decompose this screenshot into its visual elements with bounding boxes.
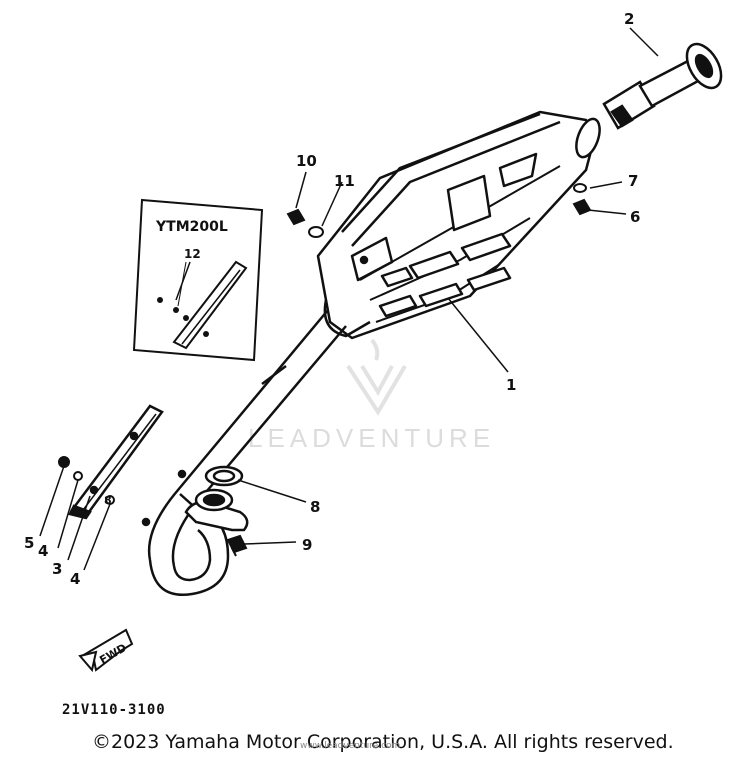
small-note: www.leadventure.com xyxy=(300,741,401,751)
callout-8-small: 8 xyxy=(104,494,112,507)
callout-7: 7 xyxy=(628,172,638,190)
callout-4b: 4 xyxy=(70,570,80,588)
callout-4a: 4 xyxy=(38,542,48,560)
part-code: 21V110-3100 xyxy=(62,702,166,718)
watermark-text: LEADVENTURE xyxy=(248,423,495,453)
gasket xyxy=(204,465,244,487)
callout-numbers: 1 2 3 4 4 5 6 7 8 8 9 10 11 12 xyxy=(24,10,640,588)
callout-2: 2 xyxy=(624,10,634,28)
callout-5: 5 xyxy=(24,534,34,552)
callout-11: 11 xyxy=(334,172,355,190)
heat-guard xyxy=(68,404,164,520)
watermark-logo xyxy=(346,338,407,416)
inset-title: YTM200L xyxy=(155,219,228,235)
muffler xyxy=(316,110,601,340)
hardware xyxy=(58,183,592,557)
exhaust-flange xyxy=(184,488,249,532)
callout-9: 9 xyxy=(302,536,312,554)
callout-10: 10 xyxy=(296,152,317,170)
callout-8: 8 xyxy=(310,498,320,516)
end-cap xyxy=(602,42,723,130)
copyright-text: ©2023 Yamaha Motor Corporation, U.S.A. A… xyxy=(92,731,674,753)
callout-6: 6 xyxy=(630,208,640,226)
callout-3: 3 xyxy=(52,560,62,578)
leader-lines xyxy=(39,27,659,571)
callout-1: 1 xyxy=(506,376,516,394)
callout-12: 12 xyxy=(184,247,201,261)
ytm200l-inset: YTM200L xyxy=(132,198,264,362)
fwd-arrow-icon: FWD xyxy=(78,628,134,673)
